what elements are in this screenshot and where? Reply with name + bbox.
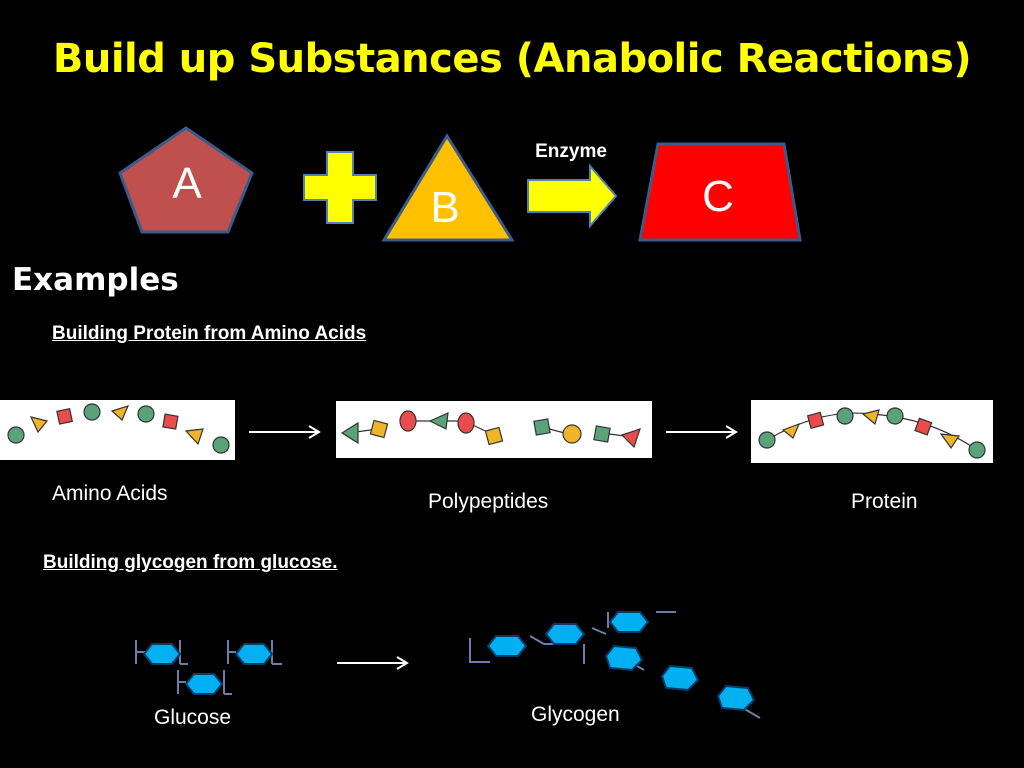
enzyme-label: Enzyme xyxy=(535,141,607,162)
arrow-to-protein-icon xyxy=(666,425,738,439)
plus-icon xyxy=(303,151,377,224)
protein-example-heading: Building Protein from Amino Acids xyxy=(52,323,367,344)
shape-b-label: B xyxy=(430,183,459,232)
triangle-b-shape xyxy=(381,133,515,242)
glucose-image xyxy=(135,640,282,695)
polypeptides-image xyxy=(336,401,652,458)
arrow-to-polypeptides-icon xyxy=(249,425,321,439)
protein-image xyxy=(751,400,993,463)
amino-acids-caption: Amino Acids xyxy=(52,482,168,505)
pentagon-a-shape xyxy=(118,126,254,234)
glycogen-caption: Glycogen xyxy=(531,703,620,726)
shape-a-label: A xyxy=(172,159,202,208)
examples-heading: Examples xyxy=(12,262,179,298)
glycogen-image xyxy=(469,611,761,719)
glucose-caption: Glucose xyxy=(154,706,232,729)
reaction-arrow-icon xyxy=(527,163,618,229)
slide-title: Build up Substances (Anabolic Reactions) xyxy=(52,36,972,82)
amino-acids-image xyxy=(0,400,235,460)
protein-caption: Protein xyxy=(851,490,918,513)
glycogen-example-heading: Building glycogen from glucose. xyxy=(43,552,338,573)
reaction-diagram: A B Enzyme C xyxy=(118,126,802,242)
polypeptides-caption: Polypeptides xyxy=(428,490,549,513)
trapezoid-c-shape xyxy=(638,142,802,242)
shape-c-label: C xyxy=(702,172,734,221)
arrow-to-glycogen-icon xyxy=(337,656,409,670)
